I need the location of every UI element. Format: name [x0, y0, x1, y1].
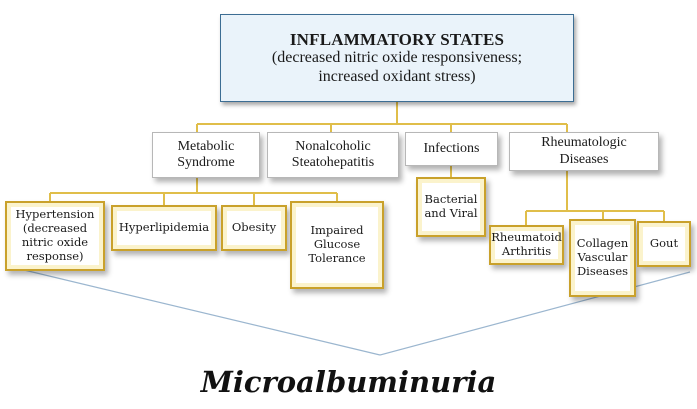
- condition-label: Bacterial and Viral: [422, 183, 480, 231]
- condition-gout: Gout: [637, 221, 691, 267]
- inflammatory-states-box: INFLAMMATORY STATES (decreased nitric ox…: [220, 14, 574, 102]
- condition-label: Obesity: [227, 211, 281, 245]
- condition-rheumatoid-arthritis: Rheumatoid Arthritis: [489, 225, 564, 265]
- condition-label: Gout: [643, 227, 685, 261]
- condition-hypertension: Hypertension (decreased nitric oxide res…: [5, 201, 105, 271]
- root-subtitle: (decreased nitric oxide responsiveness; …: [271, 49, 523, 85]
- funnel-left-line: [23, 269, 381, 356]
- condition-obesity: Obesity: [221, 205, 287, 251]
- category-nonalcoholic-steatohepatitis: Nonalcoholic Steatohepatitis: [267, 132, 399, 178]
- condition-impaired-glucose-tolerance: Impaired Glucose Tolerance: [290, 201, 384, 289]
- category-rheumatologic-diseases: Rheumatologic Diseases: [509, 132, 659, 171]
- root-title: INFLAMMATORY STATES: [289, 29, 505, 49]
- condition-bacterial-and-viral: Bacterial and Viral: [416, 177, 486, 237]
- category-metabolic-syndrome: Metabolic Syndrome: [152, 132, 260, 178]
- condition-collagen-vascular-diseases: Collagen Vascular Diseases: [569, 219, 636, 297]
- condition-hyperlipidemia: Hyperlipidemia: [111, 205, 217, 251]
- condition-label: Collagen Vascular Diseases: [575, 225, 630, 291]
- outcome-label: Microalbuminuria: [200, 365, 497, 399]
- condition-label: Hyperlipidemia: [117, 211, 211, 245]
- condition-label: Hypertension (decreased nitric oxide res…: [11, 207, 99, 265]
- condition-label: Rheumatoid Arthritis: [491, 230, 562, 259]
- condition-label: Impaired Glucose Tolerance: [296, 207, 378, 283]
- category-infections: Infections: [405, 132, 498, 166]
- funnel-right-line: [379, 271, 691, 356]
